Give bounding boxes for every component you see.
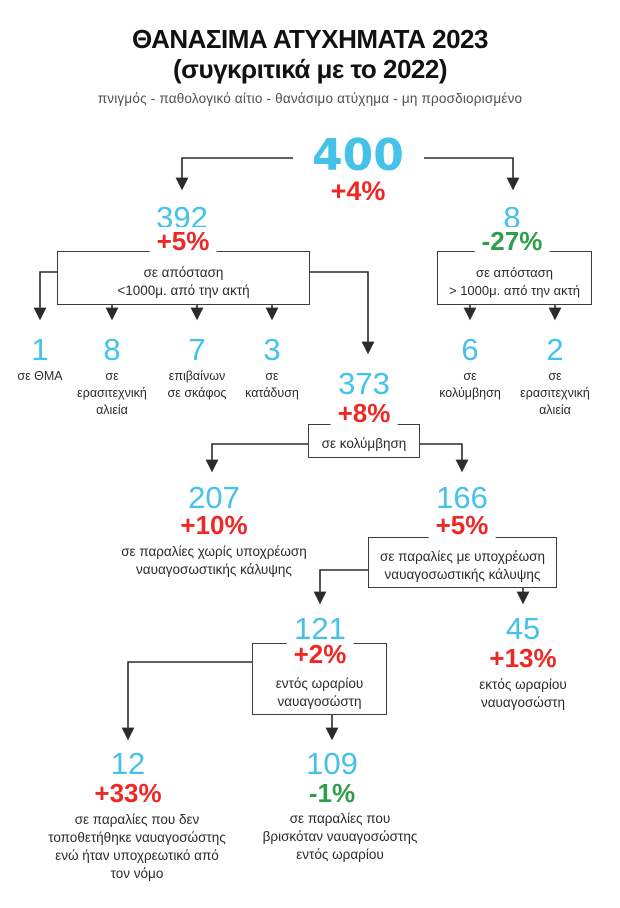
connector-near-to-thma [33, 271, 57, 321]
node-no-lifeguard-required-delta: +10% [173, 511, 255, 540]
node-near-shore-label: σε απόσταση <1000μ. από την ακτή [117, 264, 250, 298]
node-thma-value: 1 [31, 332, 49, 367]
node-outside-hours-value: 45 [505, 611, 541, 646]
node-no-lifeguard-required-label: σε παραλίες χωρίς υποχρέωση ναυαγοσωστικ… [121, 544, 307, 577]
node-swimming-value: 373 [338, 366, 390, 401]
node-lifeguard-present-label: σε παραλίες που βρισκόταν ναυαγοσώστης ε… [262, 811, 418, 862]
node-far-shore-value: 8 [503, 200, 521, 235]
node-amateur-fishing-near-value: 8 [103, 332, 121, 367]
connector-swim-to-lifeguard [420, 443, 469, 473]
node-far-shore-label: σε απόσταση > 1000μ. από την ακτή [448, 264, 581, 298]
node-no-lifeguard-posted-label: σε παραλίες που δεν τοποθετήθηκε ναυαγοσ… [48, 812, 226, 881]
node-on-vessel-label: επιβαίνων σε σκάφος [167, 369, 227, 400]
node-lifeguard-required-value: 166 [436, 480, 488, 515]
node-far-shore-delta: -27% [474, 227, 550, 256]
node-diving-label: σε κατάδυση [245, 369, 299, 400]
connector-total-to-far [424, 157, 520, 191]
node-total-value: 400 [312, 130, 404, 181]
connector-near-to-swimming [310, 271, 375, 355]
connector-within-to-noposted [121, 661, 252, 741]
node-within-hours-delta: +2% [286, 640, 354, 669]
node-diving-value: 3 [263, 332, 281, 367]
node-within-hours-value: 121 [294, 611, 346, 646]
causes-legend: πνιγμός - παθολογικό αίτιο - θανάσιμο ατ… [97, 91, 523, 106]
node-amateur-fishing-far-value: 2 [546, 332, 564, 367]
node-swimming-far-value: 6 [461, 332, 479, 367]
node-near-shore-delta: +5% [149, 227, 217, 256]
node-no-lifeguard-posted-delta: +33% [87, 779, 169, 808]
node-lifeguard-present-value: 109 [306, 746, 358, 781]
node-swimming-label: σε κολύμβηση [321, 435, 407, 451]
node-outside-hours-delta: +13% [482, 644, 564, 673]
node-lifeguard-required-label: σε παραλίες με υποχρέωση ναυαγοσωστικής … [380, 548, 545, 582]
node-total-delta: +4% [323, 176, 393, 207]
node-lifeguard-present-delta: -1% [301, 779, 363, 808]
node-amateur-fishing-near-label: σε ερασιτεχνική αλιεία [77, 369, 147, 417]
node-swimming-delta: +8% [330, 399, 398, 428]
node-amateur-fishing-far-label: σε ερασιτεχνική αλιεία [520, 369, 590, 417]
node-far-shore-box: σε απόσταση > 1000μ. από την ακτή [437, 251, 592, 305]
page-subtitle-year: (συγκριτικά με το 2022) [173, 54, 447, 84]
connector-lifeguard-to-within [313, 569, 368, 605]
connector-total-to-near [175, 157, 293, 191]
node-thma-label: σε ΘΜΑ [17, 369, 63, 383]
node-no-lifeguard-posted-value: 12 [110, 746, 146, 781]
page-title: ΘΑΝΑΣΙΜΑ ΑΤΥΧΗΜΑΤΑ 2023 [132, 24, 488, 54]
node-lifeguard-required-box: σε παραλίες με υποχρέωση ναυαγοσωστικής … [368, 537, 557, 588]
node-no-lifeguard-required-value: 207 [188, 480, 240, 515]
connector-swim-to-nolifeguard [205, 443, 308, 473]
node-swimming-box: σε κολύμβηση [308, 424, 420, 458]
node-within-hours-label: εντός ωραρίου ναυαγοσώστη [275, 676, 364, 709]
node-outside-hours-label: εκτός ωραρίου ναυαγοσώστη [479, 677, 567, 710]
node-lifeguard-required-delta: +5% [428, 511, 496, 540]
node-swimming-far-label: σε κολύμβηση [439, 369, 501, 400]
node-near-shore-box: σε απόσταση <1000μ. από την ακτή [57, 251, 310, 305]
node-on-vessel-value: 7 [188, 332, 206, 367]
